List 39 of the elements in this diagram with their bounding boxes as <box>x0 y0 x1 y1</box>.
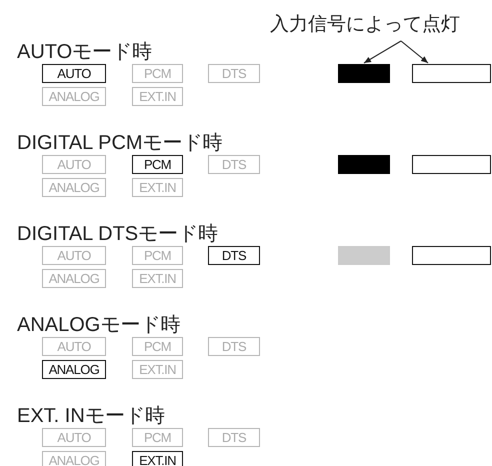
indicator: PCM <box>132 155 183 174</box>
indicator <box>338 64 390 83</box>
mode-heading: EXT. INモード時 <box>17 404 165 428</box>
mode-heading: ANALOGモード時 <box>17 313 180 337</box>
indicator: PCM <box>132 246 183 265</box>
indicator: AUTO <box>42 337 106 356</box>
indicator: EXT.IN <box>132 360 183 379</box>
indicator: DTS <box>208 428 260 447</box>
indicator: ANALOG <box>42 87 106 106</box>
indicator: EXT.IN <box>132 451 183 466</box>
indicator: ANALOG <box>42 269 106 288</box>
indicator: ANALOG <box>42 451 106 466</box>
indicator: PCM <box>132 337 183 356</box>
indicator: EXT.IN <box>132 178 183 197</box>
indicator: EXT.IN <box>132 87 183 106</box>
indicator: PCM <box>132 64 183 83</box>
indicator: DTS <box>208 64 260 83</box>
indicator: DTS <box>208 337 260 356</box>
indicator: EXT.IN <box>132 269 183 288</box>
arrow <box>400 40 428 64</box>
mode-heading: AUTOモード時 <box>17 40 152 64</box>
indicator <box>412 155 491 174</box>
indicator <box>338 155 390 174</box>
indicator: DTS <box>208 246 260 265</box>
indicator: AUTO <box>42 64 106 83</box>
indicator: ANALOG <box>42 178 106 197</box>
indicator: AUTO <box>42 155 106 174</box>
callout-text: 入力信号によって点灯 <box>270 13 460 37</box>
indicator: AUTO <box>42 246 106 265</box>
indicator: ANALOG <box>42 360 106 379</box>
mode-heading: DIGITAL DTSモード時 <box>17 222 218 246</box>
indicator: PCM <box>132 428 183 447</box>
indicator <box>338 246 390 265</box>
indicator <box>412 246 491 265</box>
indicator: DTS <box>208 155 260 174</box>
arrow <box>364 40 402 64</box>
indicator: AUTO <box>42 428 106 447</box>
indicator <box>412 64 491 83</box>
mode-heading: DIGITAL PCMモード時 <box>17 131 223 155</box>
